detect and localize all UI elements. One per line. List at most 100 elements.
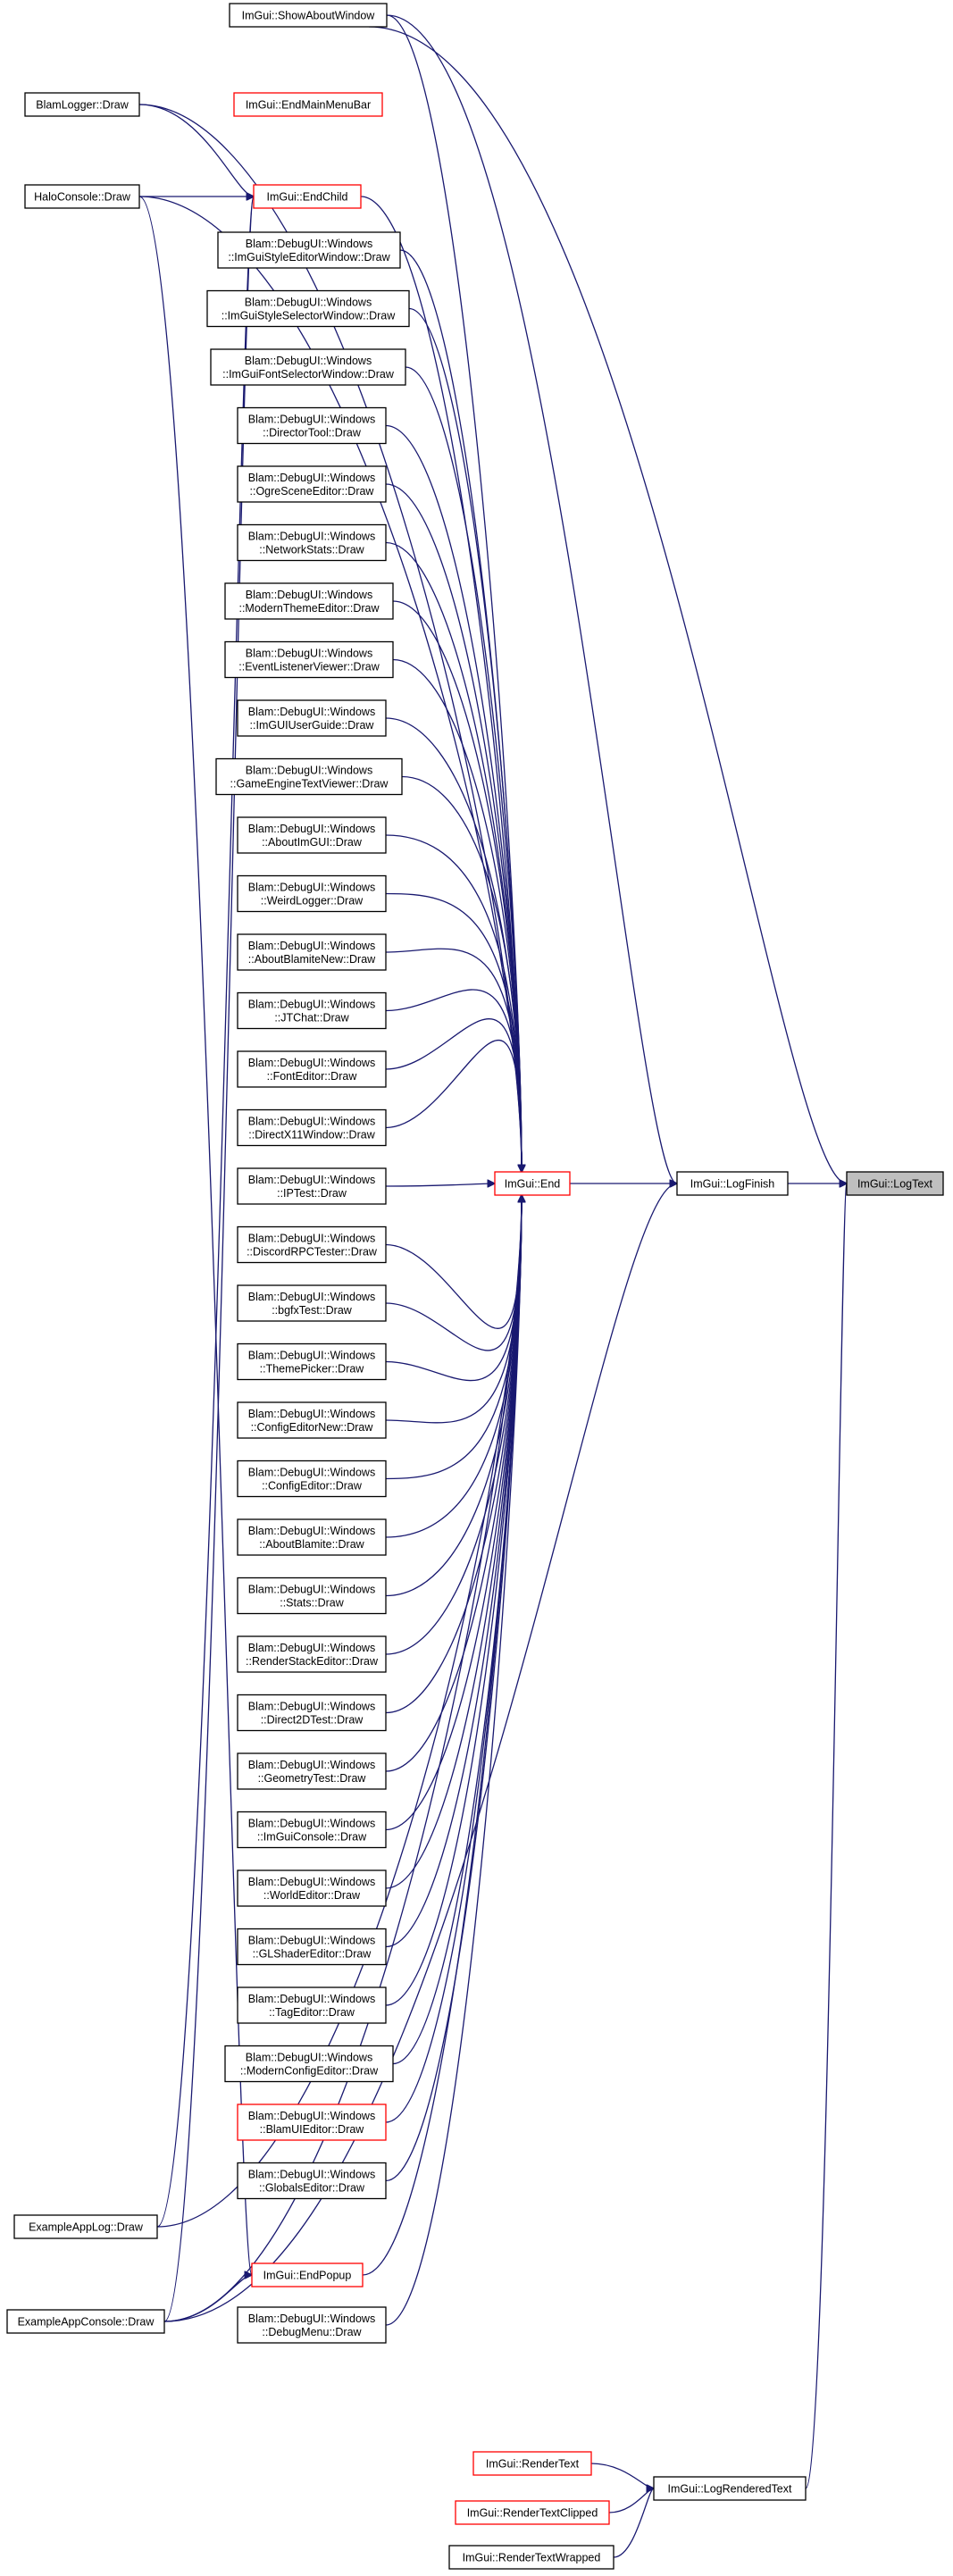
node-label: Blam::DebugUI::Windows: [245, 297, 372, 309]
edge-exappconsole-to-end: [163, 1195, 522, 2322]
node-end[interactable]: ImGui::End: [494, 1171, 571, 1196]
node-label: ImGui::End: [505, 1178, 561, 1191]
node-box: [237, 699, 387, 737]
node-label: Blam::DebugUI::Windows: [245, 355, 372, 367]
node-label: ExampleAppLog::Draw: [29, 2221, 144, 2234]
node-w-styleselector[interactable]: Blam::DebugUI::Windows::ImGuiStyleSelect…: [206, 289, 410, 328]
node-label: ImGui::RenderTextClipped: [467, 2507, 598, 2520]
node-rendertextwrapped[interactable]: ImGui::RenderTextWrapped: [448, 2545, 614, 2570]
node-w-bgfx[interactable]: Blam::DebugUI::Windows::bgfxTest::Draw: [237, 1284, 387, 1322]
node-w-direct2d[interactable]: Blam::DebugUI::Windows::Direct2DTest::Dr…: [237, 1694, 387, 1732]
node-w-stats[interactable]: Blam::DebugUI::Windows::Stats::Draw: [237, 1577, 387, 1615]
node-box: [217, 231, 401, 269]
node-w-fonteditor[interactable]: Blam::DebugUI::Windows::FontEditor::Draw: [237, 1050, 387, 1088]
node-endpopup[interactable]: ImGui::EndPopup: [251, 2262, 364, 2287]
node-label: ImGui::LogText: [857, 1178, 933, 1191]
node-box: [846, 1171, 944, 1196]
edge-showabout-to-logfinish: [386, 14, 677, 1183]
node-label: ::Stats::Draw: [280, 1597, 345, 1610]
node-w-jtchat[interactable]: Blam::DebugUI::Windows::JTChat::Draw: [237, 991, 387, 1030]
edge-w_fonteditor-to-end: [385, 1017, 522, 1172]
node-label: ::ImGuiFontSelectorWindow::Draw: [222, 368, 395, 381]
node-logrendered[interactable]: ImGui::LogRenderedText: [653, 2476, 807, 2501]
node-w-modernconfig[interactable]: Blam::DebugUI::Windows::ModernConfigEdit…: [224, 2045, 394, 2083]
node-box: [206, 289, 410, 328]
node-label: ImGui::LogRenderedText: [668, 2483, 792, 2496]
node-w-glshader[interactable]: Blam::DebugUI::Windows::GLShaderEditor::…: [237, 1928, 387, 1966]
node-w-aboutblamite[interactable]: Blam::DebugUI::Windows::AboutBlamite::Dr…: [237, 1518, 387, 1556]
node-w-director[interactable]: Blam::DebugUI::Windows::DirectorTool::Dr…: [237, 406, 387, 445]
node-w-discordrpc[interactable]: Blam::DebugUI::Windows::DiscordRPCTester…: [237, 1225, 387, 1264]
node-w-aboutblamitenew[interactable]: Blam::DebugUI::Windows::AboutBlamiteNew:…: [237, 933, 387, 971]
node-w-blamui[interactable]: Blam::DebugUI::Windows::BlamUIEditor::Dr…: [237, 2103, 387, 2141]
node-label: ::WeirdLogger::Draw: [261, 895, 364, 907]
node-w-configeditor[interactable]: Blam::DebugUI::Windows::ConfigEditor::Dr…: [237, 1459, 387, 1498]
node-label: Blam::DebugUI::Windows: [248, 531, 375, 543]
node-endchild[interactable]: ImGui::EndChild: [253, 184, 362, 209]
node-exappconsole[interactable]: ExampleAppConsole::Draw: [6, 2309, 165, 2334]
node-w-iptest[interactable]: Blam::DebugUI::Windows::IPTest::Draw: [237, 1167, 387, 1205]
node-label: Blam::DebugUI::Windows: [248, 1174, 375, 1186]
node-logfinish[interactable]: ImGui::LogFinish: [676, 1171, 789, 1196]
edge-w_globals-to-end: [385, 1195, 522, 2182]
node-label: ::ImGuiStyleEditorWindow::Draw: [228, 251, 390, 263]
node-box: [676, 1171, 789, 1196]
node-w-eventlistener[interactable]: Blam::DebugUI::Windows::EventListenerVie…: [224, 640, 394, 679]
edge-haloconsole-to-endpopup: [138, 196, 252, 2275]
edge-w_debugmenu-to-end: [385, 1195, 522, 2326]
node-box: [233, 92, 383, 117]
node-label: Blam::DebugUI::Windows: [248, 882, 375, 894]
node-w-ogre[interactable]: Blam::DebugUI::Windows::OgreSceneEditor:…: [237, 465, 387, 503]
node-box: [24, 92, 140, 117]
node-w-aboutimgui[interactable]: Blam::DebugUI::Windows::AboutImGUI::Draw: [237, 816, 387, 854]
node-w-worldeditor[interactable]: Blam::DebugUI::Windows::WorldEditor::Dra…: [237, 1869, 387, 1907]
node-label: Blam::DebugUI::Windows: [248, 1759, 375, 1771]
node-exapplog[interactable]: ExampleAppLog::Draw: [13, 2214, 158, 2239]
node-box: [210, 348, 406, 386]
node-rendertextclipped[interactable]: ImGui::RenderTextClipped: [455, 2500, 610, 2525]
node-box: [237, 1108, 387, 1147]
node-w-debugmenu[interactable]: Blam::DebugUI::Windows::DebugMenu::Draw: [237, 2306, 387, 2344]
node-showabout[interactable]: ImGui::ShowAboutWindow: [229, 3, 388, 28]
node-label: Blam::DebugUI::Windows: [248, 2313, 375, 2325]
node-w-geometry[interactable]: Blam::DebugUI::Windows::GeometryTest::Dr…: [237, 1752, 387, 1790]
node-w-styleeditor[interactable]: Blam::DebugUI::Windows::ImGuiStyleEditor…: [217, 231, 401, 269]
node-label: Blam::DebugUI::Windows: [248, 823, 375, 835]
node-w-themepicker[interactable]: Blam::DebugUI::Windows::ThemePicker::Dra…: [237, 1342, 387, 1381]
node-w-globals[interactable]: Blam::DebugUI::Windows::GlobalsEditor::D…: [237, 2162, 387, 2200]
node-label: ::ConfigEditorNew::Draw: [251, 1421, 374, 1434]
node-label: ::FontEditor::Draw: [267, 1070, 358, 1083]
node-box: [237, 1869, 387, 1907]
node-label: ::EventListenerViewer::Draw: [238, 661, 380, 673]
node-box: [237, 1459, 387, 1498]
node-w-configeditornew[interactable]: Blam::DebugUI::Windows::ConfigEditorNew:…: [237, 1401, 387, 1439]
node-box: [472, 2451, 592, 2476]
node-w-dx11[interactable]: Blam::DebugUI::Windows::DirectX11Window:…: [237, 1108, 387, 1147]
node-label: ::IPTest::Draw: [277, 1187, 347, 1200]
node-blamlogger[interactable]: BlamLogger::Draw: [24, 92, 140, 117]
node-w-userguide[interactable]: Blam::DebugUI::Windows::ImGUIUserGuide::…: [237, 699, 387, 737]
node-w-tageditor[interactable]: Blam::DebugUI::Windows::TagEditor::Draw: [237, 1986, 387, 2024]
edge-w_discordrpc-to-end: [385, 1195, 522, 1330]
node-haloconsole[interactable]: HaloConsole::Draw: [24, 184, 140, 209]
node-box: [237, 1694, 387, 1732]
edge-exappconsole-to-endpopup: [163, 2275, 252, 2322]
node-rendertext[interactable]: ImGui::RenderText: [472, 2451, 592, 2476]
node-w-fontselector[interactable]: Blam::DebugUI::Windows::ImGuiFontSelecto…: [210, 348, 406, 386]
node-label: Blam::DebugUI::Windows: [248, 1467, 375, 1479]
node-w-gametext[interactable]: Blam::DebugUI::Windows::GameEngineTextVi…: [215, 757, 403, 796]
node-w-imguiconsole[interactable]: Blam::DebugUI::Windows::ImGuiConsole::Dr…: [237, 1811, 387, 1849]
node-box: [224, 2045, 394, 2083]
node-box: [237, 465, 387, 503]
node-w-modernthemes[interactable]: Blam::DebugUI::Windows::ModernThemeEdito…: [224, 582, 394, 620]
node-label: ::DirectX11Window::Draw: [248, 1129, 375, 1142]
node-endmainmenubar[interactable]: ImGui::EndMainMenuBar: [233, 92, 383, 117]
node-box: [237, 1577, 387, 1615]
node-w-netstats[interactable]: Blam::DebugUI::Windows::NetworkStats::Dr…: [237, 523, 387, 562]
node-label: Blam::DebugUI::Windows: [248, 2110, 375, 2122]
node-w-renderstack[interactable]: Blam::DebugUI::Windows::RenderStackEdito…: [237, 1635, 387, 1673]
node-w-weirdlogger[interactable]: Blam::DebugUI::Windows::WeirdLogger::Dra…: [237, 874, 387, 913]
node-label: Blam::DebugUI::Windows: [248, 1876, 375, 1888]
node-label: ::TagEditor::Draw: [269, 2006, 355, 2019]
